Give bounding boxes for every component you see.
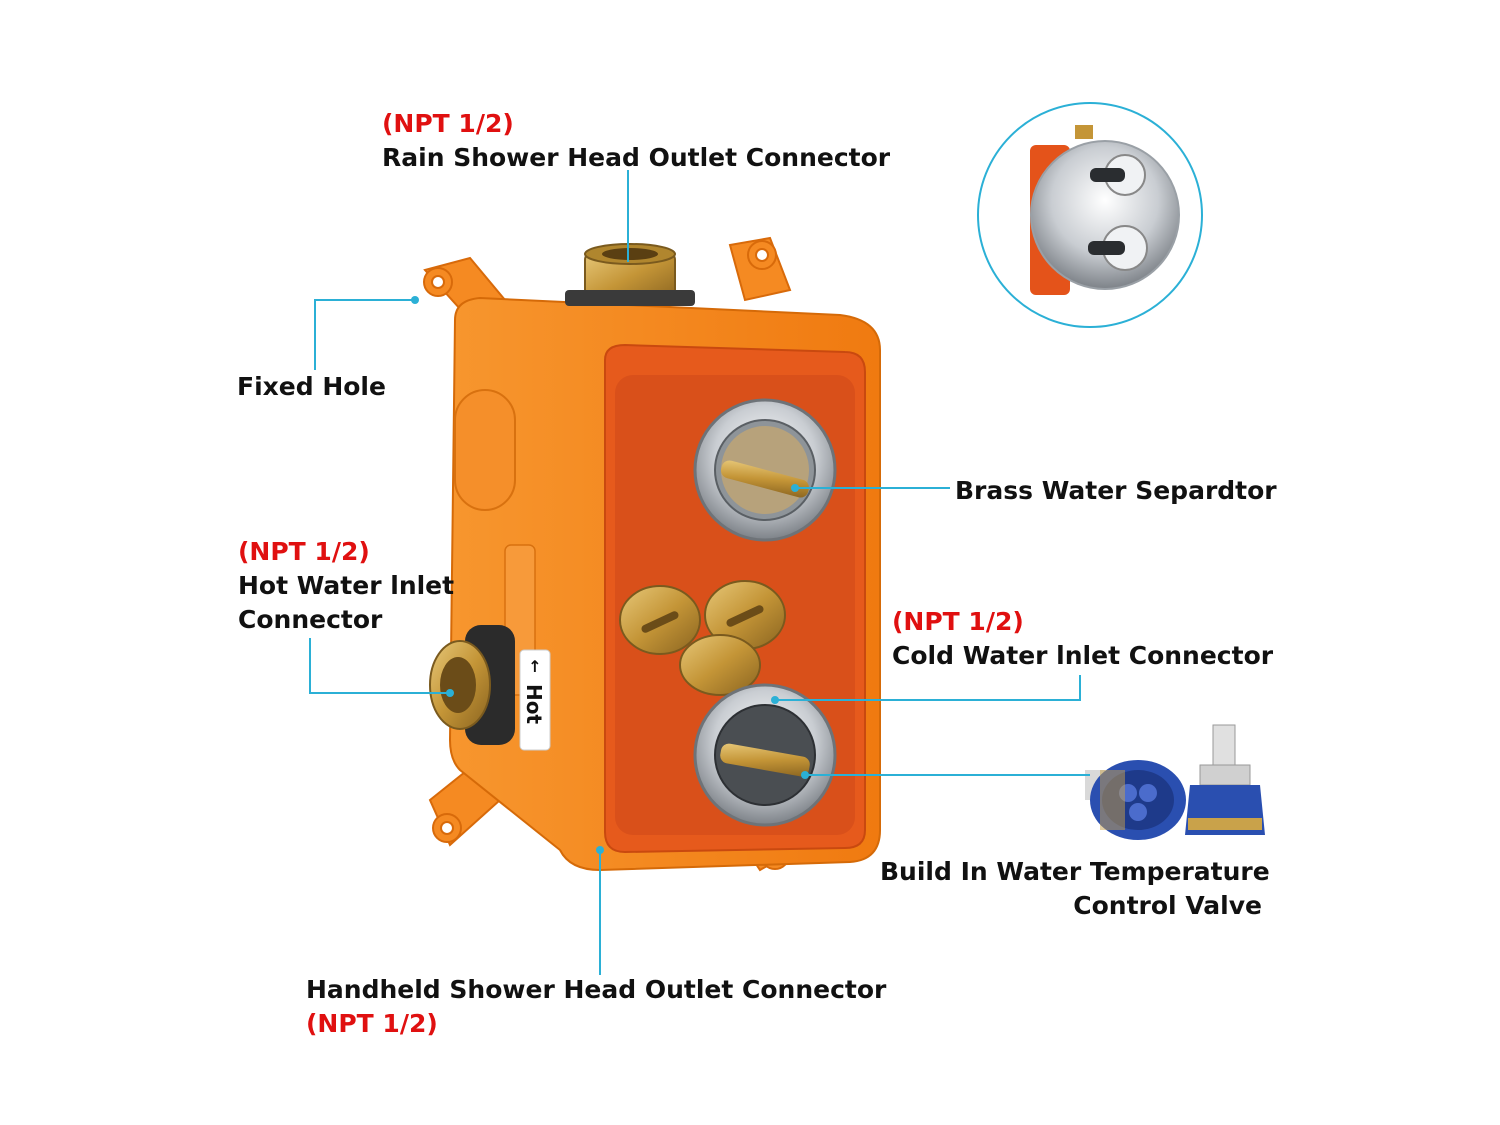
rain-outlet-npt: (NPT 1/2) [382, 109, 514, 138]
rain-outlet-name: Rain Shower Head Outlet Connector [382, 143, 891, 172]
temp-valve-line2: Control Valve [1073, 891, 1262, 920]
hot-inlet-label: (NPT 1/2) Hot Water lnlet Connector [238, 535, 454, 637]
faucet-trim-plate [1030, 140, 1180, 290]
hot-inlet-line1: Hot Water lnlet [238, 571, 455, 600]
fixed-hole-label: Fixed Hole [237, 372, 386, 401]
hot-tag: Hot [522, 684, 546, 724]
cold-inlet-label: (NPT 1/2) Cold Water lnlet Connector [892, 605, 1273, 673]
temp-valve-label: Build In Water Temperature Control Valve [880, 855, 1270, 923]
hot-inlet-connector [429, 625, 515, 745]
brass-manifold [619, 580, 786, 696]
temp-valve-line1: Build In Water Temperature [880, 857, 1270, 886]
hot-inlet-line2: Connector [238, 605, 383, 634]
ceramic-cartridge-disc [1085, 760, 1186, 840]
leader-lines [309, 170, 1090, 975]
handheld-outlet-label: Handheld Shower Head Outlet Connector (N… [306, 973, 886, 1041]
hot-inlet-npt: (NPT 1/2) [238, 537, 370, 566]
rain-outlet-label: (NPT 1/2) Rain Shower Head Outlet Connec… [382, 107, 890, 175]
brass-separator-label: Brass Water Separdtor [955, 476, 1277, 505]
handheld-outlet-npt: (NPT 1/2) [306, 1009, 438, 1038]
hot-tag-arrow: ↑ [528, 657, 541, 676]
cold-inlet-npt: (NPT 1/2) [892, 607, 1024, 636]
cold-inlet-name: Cold Water lnlet Connector [892, 641, 1274, 670]
thermostatic-cartridge [1185, 724, 1265, 835]
handheld-outlet-name: Handheld Shower Head Outlet Connector [306, 975, 887, 1004]
